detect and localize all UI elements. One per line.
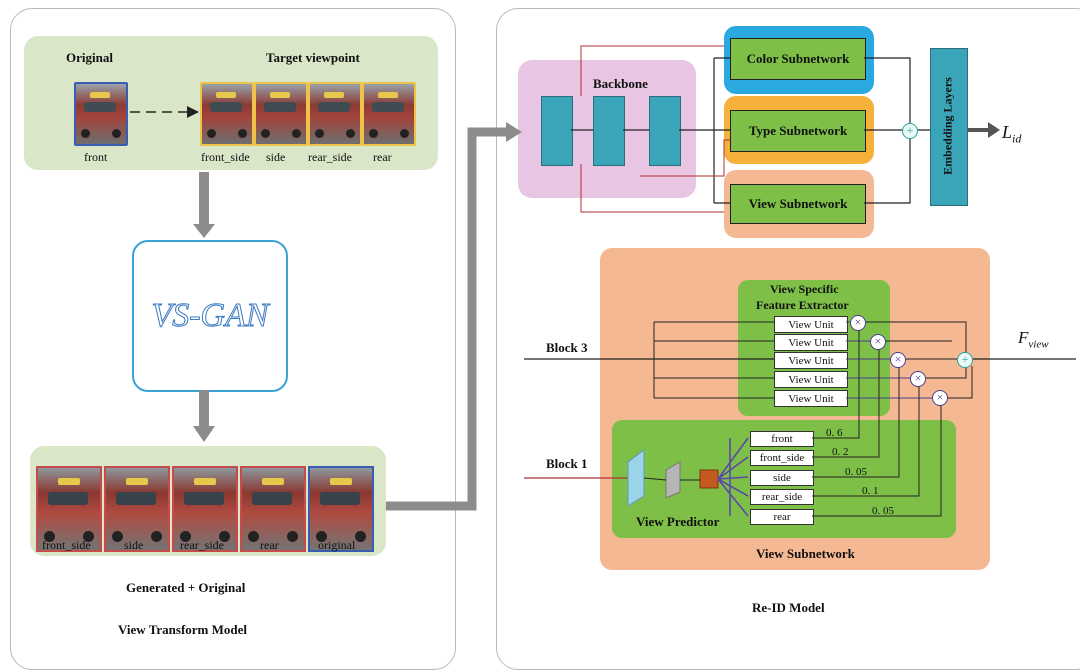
add-node: + xyxy=(957,352,973,368)
multiply-node: × xyxy=(890,352,906,368)
vs-gan-box: VS-GAN xyxy=(132,240,288,392)
target-car-rear-side xyxy=(308,82,362,146)
view-predictor-label: View Predictor xyxy=(636,514,720,529)
add-node: + xyxy=(902,123,918,139)
target-view-label: rear_side xyxy=(308,150,352,164)
target-view-label: side xyxy=(266,150,286,164)
generated-car-rear-side xyxy=(172,466,238,552)
embed-link xyxy=(864,57,930,204)
view-unit: View Unit xyxy=(774,316,848,333)
view-weight: 0. 6 xyxy=(826,427,843,439)
vs-gan-label: VS-GAN xyxy=(151,297,269,335)
view-unit: View Unit xyxy=(774,334,848,351)
target-view-label: front_side xyxy=(201,150,250,164)
type-subnet-box: Type Subnetwork xyxy=(730,110,866,152)
view-unit: View Unit xyxy=(774,371,848,388)
multiply-node: × xyxy=(850,315,866,331)
generated-caption: Generated + Original xyxy=(126,580,246,595)
view-subnetwork-caption: View Subnetwork xyxy=(756,546,855,561)
generated-view-label: front_side xyxy=(42,538,91,552)
f-view-label: Fview xyxy=(1018,328,1049,350)
original-view-label: front xyxy=(84,150,108,164)
view-transform-caption: View Transform Model xyxy=(118,622,248,637)
view-subnet-box: View Subnetwork xyxy=(730,184,866,224)
generated-car-side xyxy=(104,466,170,552)
target-car-side xyxy=(254,82,308,146)
multiply-node: × xyxy=(932,390,948,406)
feature-extractor-title: Feature Extractor xyxy=(756,298,849,312)
view-label-box: rear xyxy=(750,509,814,525)
connector-lines xyxy=(130,45,1076,517)
flow-arrow-head xyxy=(506,122,522,142)
predictor-link xyxy=(643,477,667,481)
original-label: Original xyxy=(66,50,113,65)
reid-model-caption: Re-ID Model xyxy=(752,600,825,615)
merge-bus xyxy=(948,366,973,399)
generated-view-label: side xyxy=(124,538,144,552)
original-car-image xyxy=(74,82,128,146)
generated-car-rear xyxy=(240,466,306,552)
f-view-symbol: F xyxy=(1018,328,1029,347)
view-weight: 0. 05 xyxy=(845,466,867,478)
backbone-block-1 xyxy=(541,96,573,166)
view-label-box: front xyxy=(750,431,814,447)
view-weight: 0. 05 xyxy=(872,505,894,517)
flow-arrow-shaft xyxy=(199,390,209,428)
view-label-box: side xyxy=(750,470,814,486)
merge-bus xyxy=(926,366,967,379)
backbone-block-3 xyxy=(649,96,681,166)
target-car-front-side xyxy=(200,82,254,146)
generated-view-label: original xyxy=(318,538,356,552)
merge-bus xyxy=(866,321,967,355)
generated-car-original xyxy=(308,466,374,552)
f-view-subscript: view xyxy=(1028,338,1049,351)
embedding-layers-box xyxy=(930,48,968,206)
view-unit: View Unit xyxy=(774,390,848,407)
weight-link xyxy=(812,386,920,497)
loss-id-label: Lid xyxy=(1002,122,1021,147)
multiply-node: × xyxy=(870,334,886,350)
view-weight: 0. 1 xyxy=(862,485,879,497)
block3-label: Block 3 xyxy=(546,340,588,355)
target-car-rear xyxy=(362,82,416,146)
weight-link xyxy=(812,367,900,478)
generated-view-label: rear_side xyxy=(180,538,224,552)
loss-subscript: id xyxy=(1012,131,1022,146)
target-view-label: rear xyxy=(373,150,392,164)
loss-symbol: L xyxy=(1002,122,1013,142)
red-link xyxy=(640,139,730,177)
loss-arrow-head xyxy=(988,122,1000,138)
multiply-node: × xyxy=(910,371,926,387)
red-link xyxy=(580,45,724,96)
weight-link xyxy=(812,405,942,517)
weight-link xyxy=(812,330,860,439)
flow-arrow-shaft xyxy=(199,172,209,226)
predictor-layer xyxy=(699,469,719,489)
generated-car-front-side xyxy=(36,466,102,552)
unit-bus xyxy=(653,321,774,399)
block1-label: Block 1 xyxy=(546,456,588,471)
view-label-box: rear_side xyxy=(750,489,814,505)
generated-view-label: rear xyxy=(260,538,279,552)
red-link xyxy=(580,164,724,213)
predictor-layer xyxy=(627,449,645,507)
predictor-layer xyxy=(665,461,681,499)
flow-elbow-arrow xyxy=(386,127,508,511)
predictor-fan xyxy=(717,437,749,517)
flow-arrow-head xyxy=(193,224,215,238)
color-subnet-box: Color Subnetwork xyxy=(730,38,866,80)
target-viewpoint-label: Target viewpoint xyxy=(266,50,360,65)
backbone-label: Backbone xyxy=(593,76,648,91)
view-weight: 0. 2 xyxy=(832,446,849,458)
feature-extractor-title: View Specific xyxy=(770,282,839,296)
view-unit: View Unit xyxy=(774,352,848,369)
backbone-block-2 xyxy=(593,96,625,166)
weight-link xyxy=(812,349,880,458)
flow-arrow-head xyxy=(193,426,215,442)
subnet-link xyxy=(679,57,730,204)
view-label-box: front_side xyxy=(750,450,814,466)
